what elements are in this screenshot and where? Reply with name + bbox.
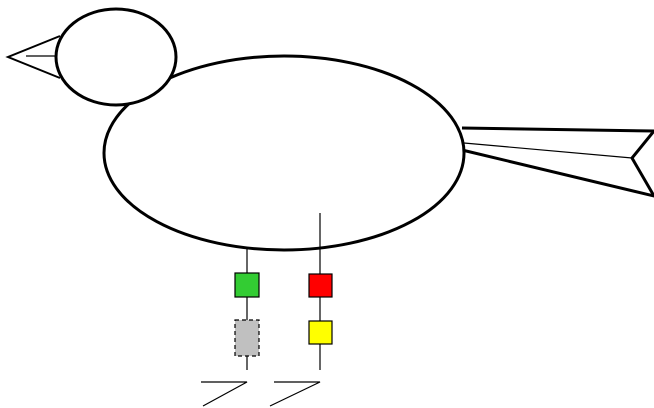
bird-body	[102, 54, 466, 252]
right-leg-band-red	[308, 273, 333, 298]
bird-head	[54, 7, 178, 107]
right-leg-band-yellow	[308, 320, 333, 345]
beak	[5, 35, 61, 79]
left-leg	[201, 248, 260, 407]
right-leg	[269, 213, 333, 407]
tail	[461, 126, 654, 198]
left-leg-band-gray	[234, 319, 260, 357]
tail-outline	[461, 126, 654, 198]
left-leg-band-green	[234, 272, 260, 298]
beak-outline	[5, 35, 61, 79]
left-foot	[201, 381, 248, 407]
tail-center-line	[463, 142, 633, 159]
right-foot	[269, 381, 321, 407]
